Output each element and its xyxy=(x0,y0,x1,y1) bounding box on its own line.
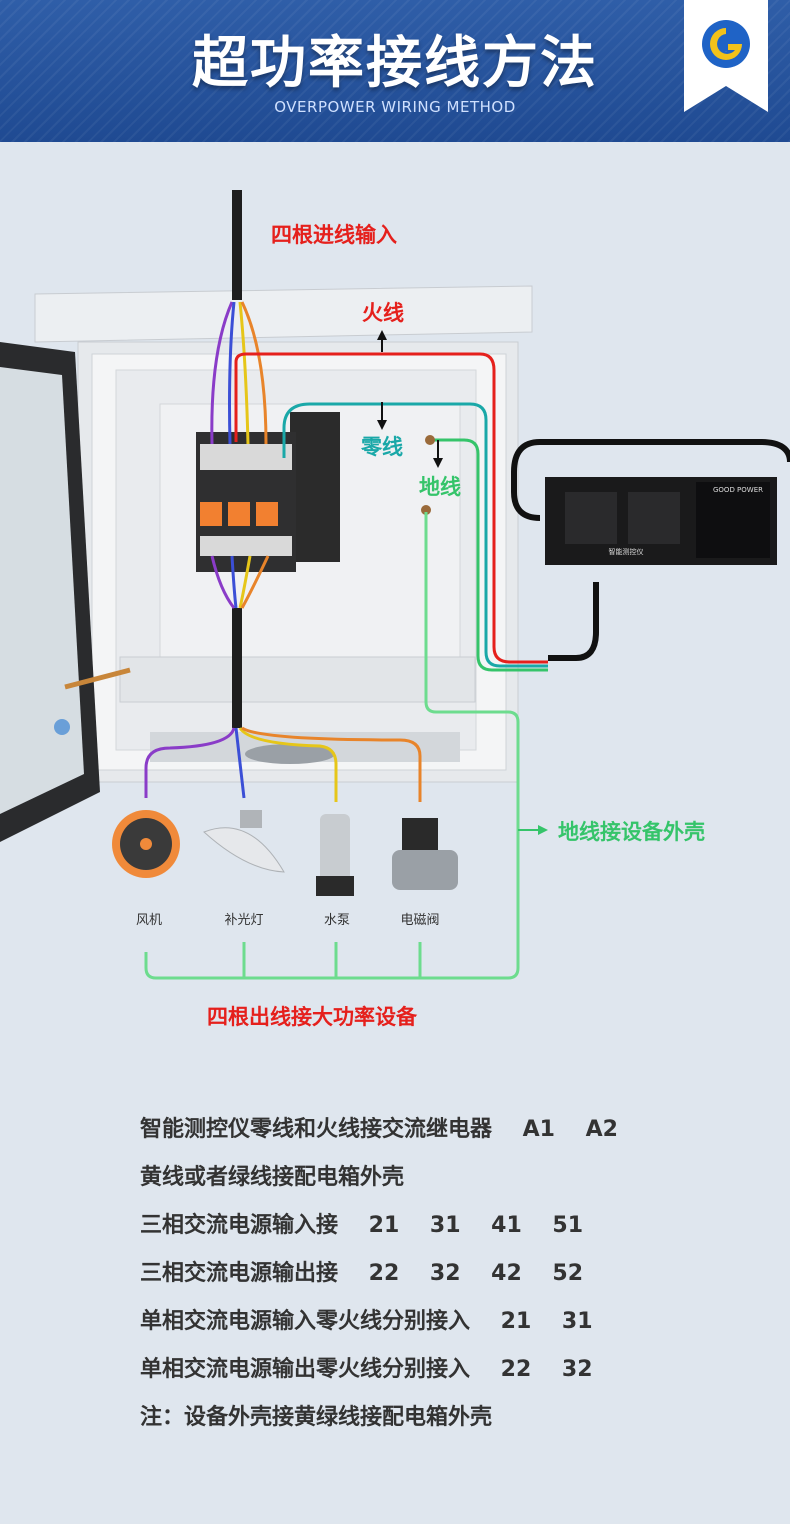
output-label: 四根出线接大功率设备 xyxy=(207,1005,418,1029)
device-label-fan: 风机 xyxy=(136,913,162,928)
live-label: 火线 xyxy=(362,301,404,325)
wiring-notes: 智能测控仪零线和火线接交流继电器 A1 A2 黄线或者绿线接配电箱外壳 三相交流… xyxy=(140,1110,780,1446)
header-texture xyxy=(0,0,790,142)
device-label-valve: 电磁阀 xyxy=(400,913,439,928)
page-subtitle: OVERPOWER WIRING METHOD xyxy=(274,98,516,116)
note-line: 智能测控仪零线和火线接交流继电器 A1 A2 xyxy=(140,1117,618,1142)
output-cable xyxy=(232,608,242,728)
ac-contactor xyxy=(196,412,340,572)
ground-wire xyxy=(430,438,548,672)
smart-controller: GOOD POWER 智能测控仪 xyxy=(511,439,790,661)
fan-icon xyxy=(112,810,180,878)
note-line: 三相交流电源输入接 21 31 41 51 xyxy=(140,1213,584,1238)
note-line: 三相交流电源输出接 22 32 42 52 xyxy=(140,1261,584,1286)
lamp-icon xyxy=(203,810,285,873)
note-line: 单相交流电源输入零火线分别接入 21 31 xyxy=(140,1309,593,1334)
live-wire xyxy=(234,352,548,664)
logo-letter: G xyxy=(726,51,727,53)
ground-label: 地线 xyxy=(419,475,461,499)
wiring-diagram: GOOD POWER 智能测控仪 四根进线输入 火线 零线 地线 地线接设备外壳… xyxy=(0,190,790,1029)
page-title: 超功率接线方法 xyxy=(192,31,598,96)
note-line: 单相交流电源输出零火线分别接入 22 32 xyxy=(140,1357,593,1382)
ground-shell-label: 地线接设备外壳 xyxy=(558,820,705,844)
neutral-wire xyxy=(282,402,548,668)
ground-shell-wire xyxy=(144,512,520,980)
brand-logo: G xyxy=(684,0,768,112)
input-cable xyxy=(232,190,242,300)
note-line: 黄线或者绿线接配电箱外壳 xyxy=(140,1165,405,1190)
note-line: 注：设备外壳接黄绿线接配电箱外壳 xyxy=(140,1405,493,1430)
valve-icon xyxy=(392,818,458,890)
device-label-lamp: 补光灯 xyxy=(224,913,263,928)
device-label-pump: 水泵 xyxy=(324,913,350,928)
controller-brand: GOOD POWER xyxy=(713,486,763,494)
box-door xyxy=(0,342,131,842)
controller-name: 智能测控仪 xyxy=(609,547,644,556)
pump-icon xyxy=(316,814,354,896)
input-label: 四根进线输入 xyxy=(271,223,397,247)
neutral-label: 零线 xyxy=(360,435,403,459)
header-banner: 超功率接线方法 OVERPOWER WIRING METHOD G xyxy=(0,0,790,142)
